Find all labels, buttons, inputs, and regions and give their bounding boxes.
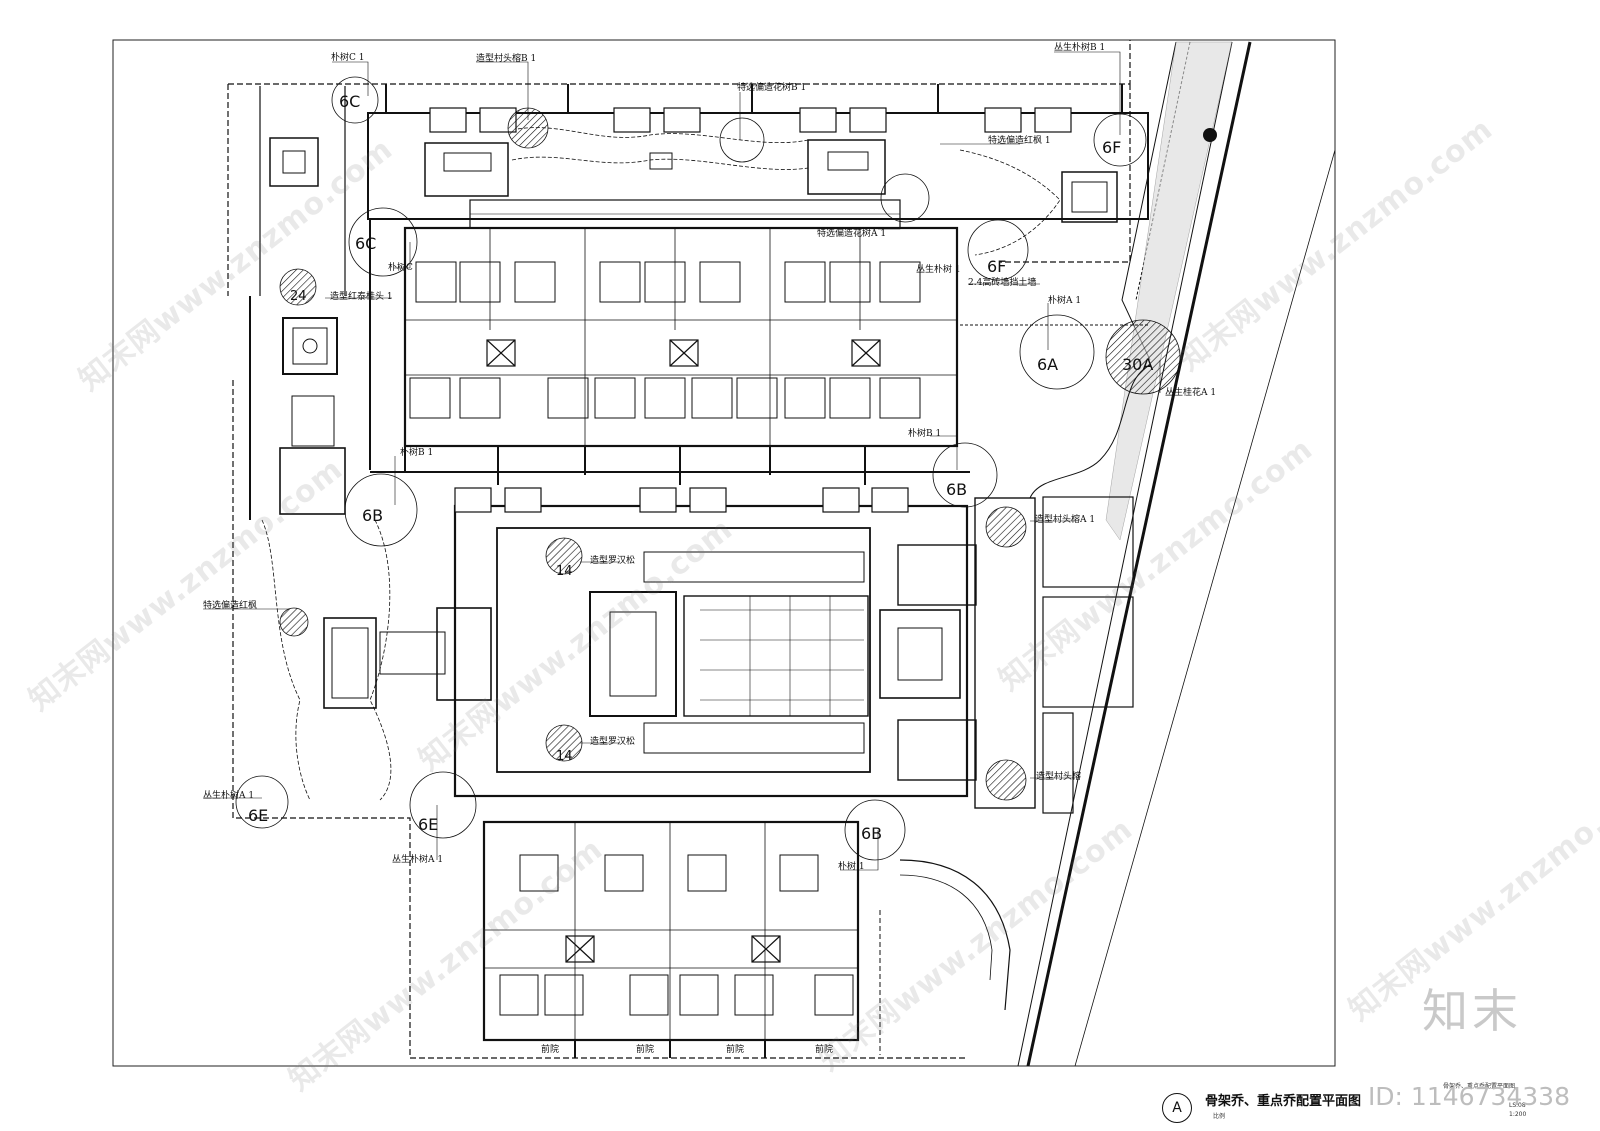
tree-tag-6a: 6A [1037,355,1059,374]
central-building [436,497,1036,809]
tree-tag-6b-left: 6B [362,506,384,525]
label-teaxuan-hongfeng: 特选偏造红枫 [203,601,258,611]
tree-tag-6f-mid: 6F [987,257,1007,276]
label-teaxuan-top: 特选偏造花树B 1 [737,83,807,93]
brand-logo: 知末 [1422,984,1522,1038]
label-zaoxing-hongtai: 造型红泰桂头 1 [330,292,393,302]
sheet-number: LS.08 [1509,1102,1526,1109]
west-axis [249,86,446,801]
tree-tag-6c-top: 6C [339,92,361,111]
label-zaoxing-tou-a1: 造型村头榕A 1 [1035,515,1096,525]
lower-building [482,820,860,1042]
label-congsheng-mid: 丛生朴树 1 [916,265,961,275]
label-congsheng-pushu-left: 丛生朴树A 1 [203,791,255,801]
label-pushu-b1-right: 朴树B 1 [908,429,942,439]
hatched-bank [1105,41,1233,541]
label-wall-note: 2.4高砖墙挡土墙 [968,278,1037,288]
title-circle: A [1162,1093,1192,1123]
drawing-title: 骨架乔、重点乔配置平面图 [1205,1094,1362,1109]
tree-tag-6b-right: 6B [946,480,968,499]
curved-road [899,859,1011,1011]
tree-tag-6b-bottom: 6B [861,824,883,843]
label-teaxuan-mid: 特选偏造花树A 1 [817,229,887,239]
tree-tag-6e-bottom: 6E [418,815,439,834]
entry-label: 前院 [726,1045,745,1055]
north-garden [367,112,1149,256]
label-pushu-small: 朴树 1 [838,862,865,872]
tree-tag-6e-left: 6E [248,806,269,825]
label-pushu-a1: 朴树A 1 [1048,296,1082,306]
label-pushu-c1: 朴树C 1 [331,53,365,63]
entry-label: 前院 [636,1045,655,1055]
scale-value: 1:200 [1509,1111,1527,1118]
label-congsheng-guihua: 丛生桂花A 1 [1165,388,1217,398]
document-id: ID: 1146734338 [1367,1082,1570,1111]
leader-lines [203,51,1161,871]
tree-tag-14-top: 14 [556,564,573,579]
tree-tag-30a: 30A [1122,355,1154,374]
entry-label: 前院 [815,1045,834,1055]
property-boundary [228,40,1131,263]
central-pavilions [454,487,909,513]
label-pushu-b1-left: 朴树B 1 [400,448,434,458]
small-title-note: 骨架乔、重点乔配置平面图 [1443,1083,1516,1090]
tree-tag-6c-mid: 6C [355,234,377,253]
tree-tag-6f-top: 6F [1102,138,1122,157]
entry-label: 前院 [541,1045,560,1055]
label-zaoxing-b1: 造型村头榕B 1 [476,54,537,64]
label-c: 朴树C [388,263,413,273]
tree-tag-14-bottom: 14 [556,749,573,764]
label-teaxuan-hong: 特选偏造红枫 1 [988,136,1051,146]
sheet-frame [112,39,1336,1067]
label-zaoxing-tou-bottom: 造型村头榕 [1036,772,1082,782]
label-congsheng-pushu-bottom: 丛生朴树A 1 [392,855,444,865]
north-arrow-icon [1203,128,1217,142]
tree-tag-24: 24 [290,289,307,304]
east-plots [1042,496,1134,814]
label-congsheng-b1: 丛生朴树B 1 [1054,43,1106,53]
tree-canopies [235,76,1181,861]
label-luohansong-bottom: 造型罗汉松 [590,737,636,747]
label-luohansong-top: 造型罗汉松 [590,556,636,566]
scale-label: 比例 [1213,1113,1226,1120]
